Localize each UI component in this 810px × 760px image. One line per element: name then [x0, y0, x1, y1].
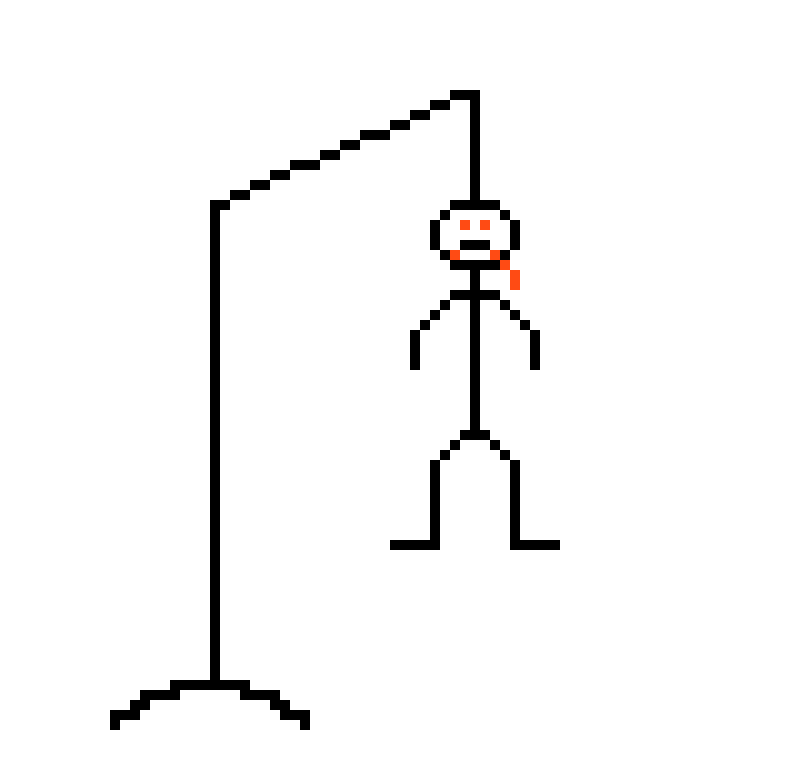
leg-left [450, 440, 460, 450]
gallows-beam [250, 180, 270, 190]
gallows-beam [270, 170, 290, 180]
gallows-beam [430, 100, 450, 110]
head [440, 210, 450, 220]
gallows [110, 90, 480, 730]
gallows-beam [450, 90, 480, 100]
gallows-beam [390, 120, 410, 130]
gallows-base [270, 700, 290, 710]
blood-drop [500, 260, 510, 270]
gallows-beam [340, 140, 360, 150]
blood-drop [490, 250, 500, 260]
head [430, 220, 440, 250]
head [450, 200, 500, 210]
leg-right [490, 440, 500, 450]
arm-left [440, 300, 450, 310]
head [440, 250, 450, 260]
gallows-base [240, 690, 280, 700]
leg-left [440, 450, 450, 460]
gallows-beam [360, 130, 390, 140]
head [450, 260, 500, 270]
gallows-base [280, 710, 310, 720]
gallows-beam [230, 190, 250, 200]
arm-right [500, 300, 510, 310]
gallows-base [130, 700, 150, 710]
arm-right [530, 330, 540, 370]
leg-left [430, 460, 440, 540]
blood-drop [450, 250, 460, 260]
arm-left [420, 320, 430, 330]
eye-left [460, 220, 470, 230]
arm-right [510, 310, 520, 320]
shoulders [450, 290, 500, 300]
gallows-base [110, 710, 140, 720]
arm-left [430, 310, 440, 320]
gallows-base [140, 690, 180, 700]
hips [460, 430, 490, 440]
gallows-base [110, 720, 120, 730]
gallows-beam [320, 150, 340, 160]
head [510, 220, 520, 250]
gallows-base [300, 720, 310, 730]
leg-right [500, 450, 510, 460]
gallows-post [210, 200, 220, 690]
gallows-beam [410, 110, 430, 120]
arm-left [410, 330, 420, 370]
hanged-man [390, 200, 560, 550]
foot-right [510, 540, 560, 550]
eye-right [480, 220, 490, 230]
foot-left [390, 540, 440, 550]
rope [470, 90, 480, 200]
blood-drop [510, 270, 520, 290]
mouth [460, 240, 490, 250]
spine [470, 270, 480, 430]
arm-right [520, 320, 530, 330]
gallows-base [170, 680, 250, 690]
leg-right [510, 460, 520, 540]
gallows-beam [290, 160, 320, 170]
head [500, 210, 510, 220]
head [500, 250, 510, 260]
